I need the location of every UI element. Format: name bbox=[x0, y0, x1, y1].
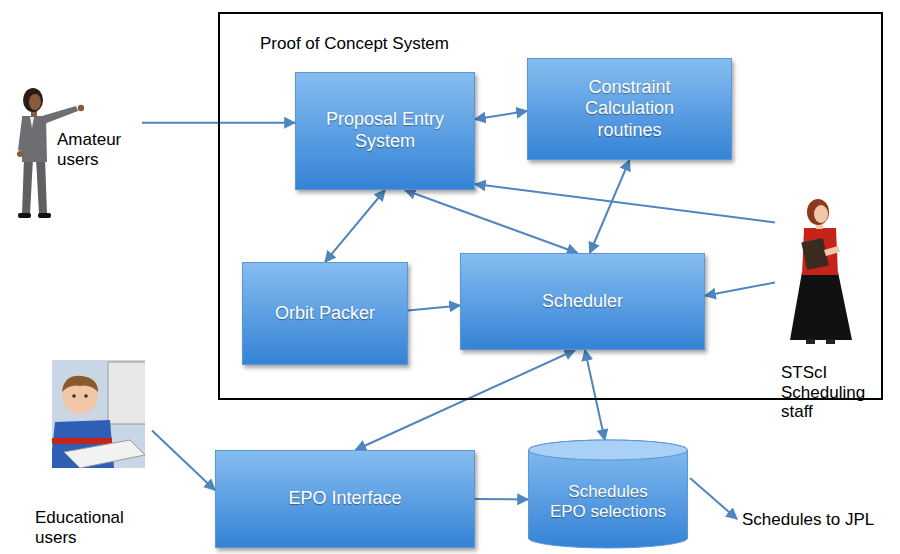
connector-arrow bbox=[475, 498, 528, 500]
connector-arrow bbox=[475, 184, 775, 222]
connector-arrow bbox=[585, 350, 605, 440]
process-label: Orbit Packer bbox=[275, 303, 375, 325]
figure-face bbox=[814, 205, 828, 223]
connector-arrow bbox=[152, 430, 215, 490]
photo-monitor bbox=[108, 362, 145, 424]
process-label: Scheduler bbox=[542, 291, 623, 313]
process-box: Orbit Packer bbox=[242, 262, 408, 365]
figure-face bbox=[29, 94, 41, 110]
connector-arrow bbox=[475, 111, 527, 119]
connector-arrow bbox=[405, 190, 578, 253]
photo-eye bbox=[84, 394, 88, 398]
figure-collar bbox=[30, 117, 34, 128]
output-arrow bbox=[690, 478, 737, 519]
connector-arrow bbox=[355, 350, 575, 450]
process-box: Proposal Entry System bbox=[295, 72, 475, 190]
figure-leg bbox=[22, 158, 33, 214]
figure-arm bbox=[18, 118, 27, 152]
connector-arrow bbox=[408, 305, 460, 310]
process-label: Proposal Entry System bbox=[310, 109, 460, 152]
data-store-label: Schedules EPO selections bbox=[549, 482, 667, 523]
process-box: EPO Interface bbox=[215, 450, 475, 548]
figure-shoe bbox=[18, 213, 31, 218]
figure-arm bbox=[42, 106, 78, 124]
photo-keyboard bbox=[64, 440, 145, 468]
figure-skirt bbox=[790, 272, 852, 340]
figure-clipboard bbox=[801, 238, 828, 270]
photo-hair bbox=[62, 376, 98, 392]
process-box: Constraint Calculation routines bbox=[527, 58, 732, 160]
cylinder-body bbox=[529, 440, 688, 548]
connector-arrow bbox=[705, 283, 775, 296]
process-box: Scheduler bbox=[460, 253, 705, 350]
actor-label: Amateur users bbox=[57, 130, 142, 169]
figure-leg bbox=[36, 158, 47, 214]
actor-label: Educational users bbox=[35, 508, 140, 547]
figure-hair bbox=[807, 199, 829, 225]
staff-figure bbox=[790, 199, 852, 344]
figure-hand bbox=[17, 151, 23, 157]
educational-user-photo bbox=[52, 360, 145, 468]
figure-shoe bbox=[38, 213, 51, 218]
process-label: EPO Interface bbox=[288, 488, 401, 510]
figure-shoe bbox=[806, 339, 815, 344]
figure-shoe bbox=[826, 339, 835, 344]
process-label: Constraint Calculation routines bbox=[575, 77, 685, 142]
photo-eye bbox=[72, 394, 76, 398]
figure-arm bbox=[824, 246, 840, 256]
photo-shirt-stripe bbox=[52, 438, 112, 444]
system-boundary: Proof of Concept SystemProposal Entry Sy… bbox=[218, 12, 883, 400]
boundary-heading: Proof of Concept System bbox=[260, 34, 660, 54]
cylinder-top bbox=[529, 440, 688, 460]
user-figure: Educational users bbox=[30, 356, 152, 552]
user-figure: STScI Scheduling staff bbox=[775, 195, 885, 445]
figure-hand bbox=[78, 105, 84, 111]
output-label: Schedules to JPL bbox=[742, 510, 874, 530]
connector-arrow bbox=[325, 190, 385, 262]
label-holder: Schedules to JPL bbox=[742, 510, 874, 530]
connector-arrow bbox=[590, 160, 630, 253]
user-figure: Amateur users bbox=[10, 85, 142, 225]
figure-hair bbox=[23, 88, 43, 112]
data-store-cylinder: Schedules EPO selections bbox=[528, 440, 688, 548]
actor-label: STScI Scheduling staff bbox=[781, 363, 879, 422]
